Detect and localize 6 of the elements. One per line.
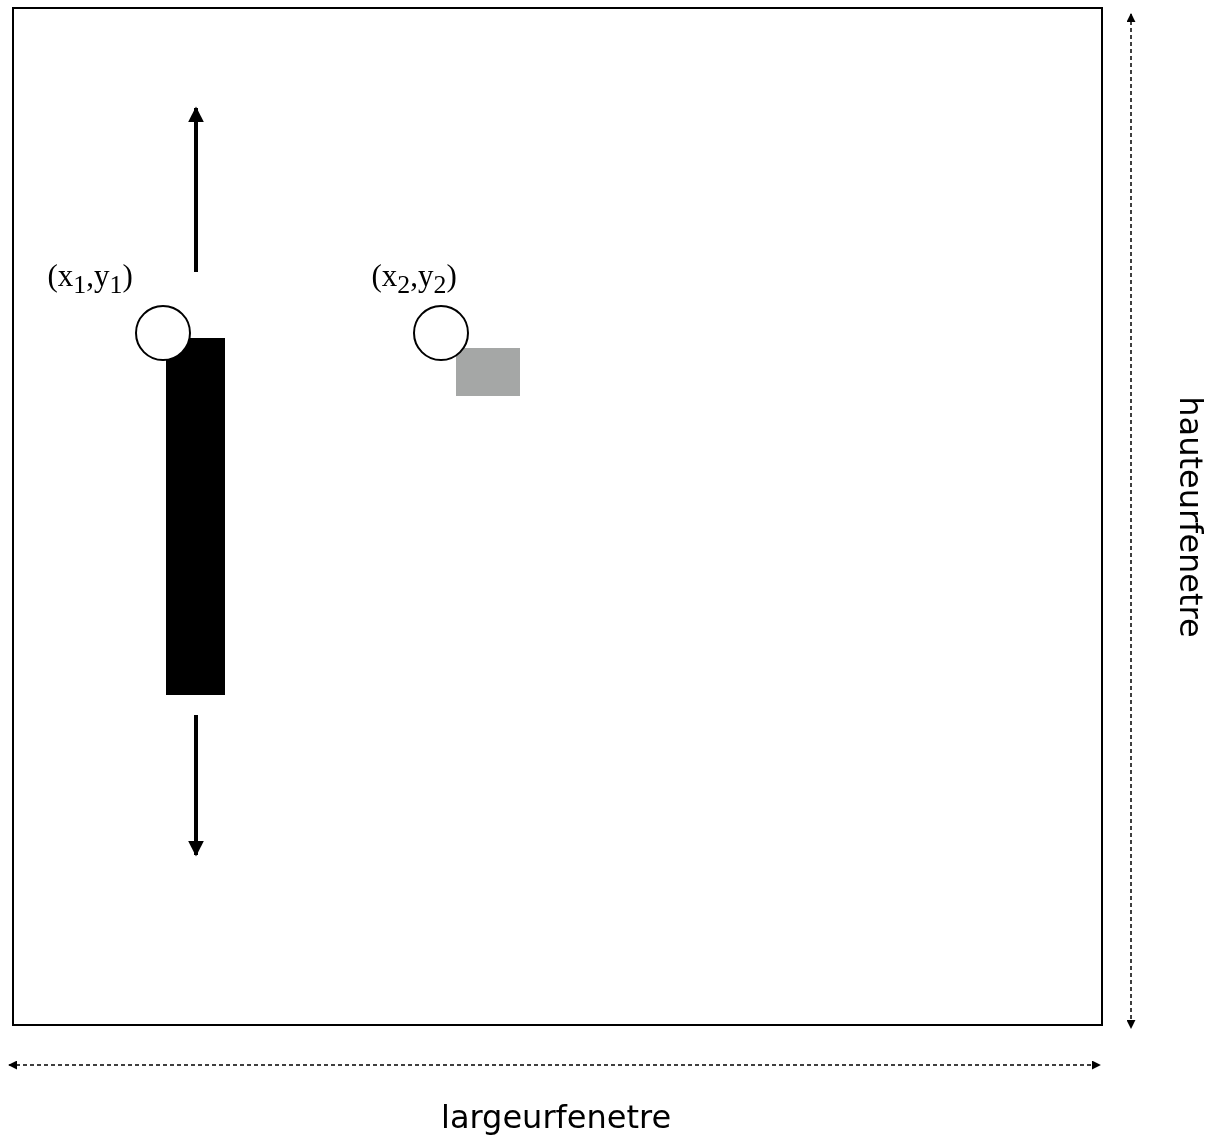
window-frame (12, 7, 1103, 1026)
dimension-label: hauteurfenetre (1174, 396, 1207, 638)
paddle (165, 337, 225, 695)
coordinate-label: (x$_{1}$,y$_{1}$) (47, 259, 133, 298)
coordinate-label: (x$_{2}$,y$_{2}$) (371, 259, 457, 298)
dimension-label: largeurfenetre (441, 1101, 672, 1133)
